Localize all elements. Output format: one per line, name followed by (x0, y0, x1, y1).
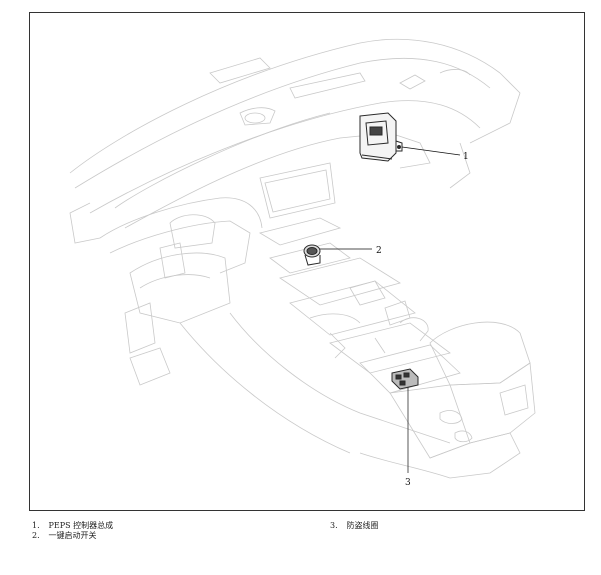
legend-item-2: 2. 一键启动开关 (32, 531, 97, 541)
legend-label: PEPS 控制器总成 (48, 521, 114, 530)
callout-1: 1 (463, 152, 469, 162)
legend-number: 2. (32, 531, 40, 540)
legend-label: 防盗线圈 (346, 521, 379, 530)
legend-item-3: 3. 防盗线圈 (330, 521, 379, 531)
callout-3: 3 (405, 478, 411, 488)
legend-number: 3. (330, 521, 338, 530)
leader-lines (320, 146, 461, 473)
leader-line-1 (401, 146, 461, 156)
peps-controller-component (359, 112, 403, 162)
dashboard-outline (69, 38, 536, 479)
antitheft-coil-component (391, 368, 419, 390)
diagram-frame: 1 2 3 (29, 12, 585, 511)
dashboard-illustration: 1 2 3 (69, 38, 536, 488)
legend-label: 一键启动开关 (48, 531, 97, 540)
callout-2: 2 (376, 246, 382, 256)
start-button-component (303, 244, 321, 266)
parts-legend: 1. PEPS 控制器总成 2. 一键启动开关 3. 防盗线圈 (32, 521, 572, 561)
legend-item-1: 1. PEPS 控制器总成 (32, 521, 113, 531)
legend-number: 1. (32, 521, 40, 530)
